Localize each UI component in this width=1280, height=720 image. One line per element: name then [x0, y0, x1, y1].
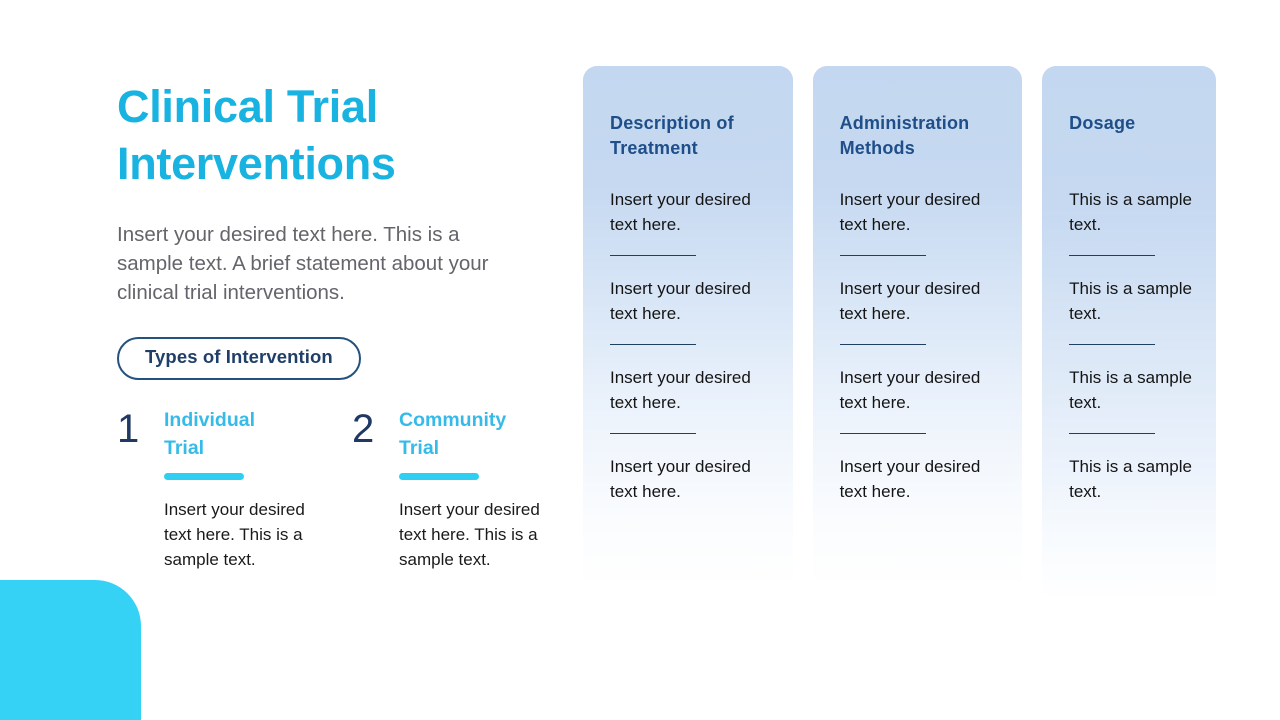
card-row: This is a sample text. — [1069, 454, 1194, 504]
card-row-text: Insert your desired text here. — [610, 190, 751, 234]
card-row-text: Insert your desired text here. — [839, 368, 981, 412]
page-title: Clinical Trial Interventions — [117, 81, 396, 189]
card-title: Description of Treatment — [610, 113, 734, 158]
row-divider — [1069, 255, 1156, 256]
accent-bar — [164, 472, 244, 480]
decorative-corner-shape — [0, 580, 141, 720]
card-title: Administration Methods — [839, 113, 970, 158]
item-body: Individual Trial Insert your desired tex… — [164, 406, 352, 572]
card-row: Insert your desired text here. — [610, 454, 771, 504]
card-row: Insert your desired text here. — [839, 276, 1001, 345]
item-number: 1 — [117, 406, 140, 451]
card-rows: This is a sample text. This is a sample … — [1069, 187, 1194, 504]
row-divider — [1069, 344, 1156, 345]
card-row-text: This is a sample text. — [1069, 368, 1192, 412]
card-row-text: Insert your desired text here. — [610, 368, 751, 412]
row-divider — [610, 344, 696, 345]
row-divider — [610, 433, 696, 434]
card-row-text: This is a sample text. — [1069, 457, 1192, 501]
list-item[interactable]: 1 Individual Trial Insert your desired t… — [117, 406, 352, 572]
item-title: Individual Trial — [164, 408, 256, 459]
card-row: This is a sample text. — [1069, 365, 1194, 434]
card-row-text: Insert your desired text here. — [839, 190, 981, 234]
left-panel: Clinical Trial Interventions Insert your… — [117, 78, 587, 572]
card-row-text: Insert your desired text here. — [839, 457, 981, 501]
row-divider — [839, 255, 926, 256]
item-number: 2 — [352, 406, 375, 451]
card-row: This is a sample text. — [1069, 187, 1194, 256]
card-description-of-treatment[interactable]: Description of Treatment Insert your des… — [583, 66, 793, 606]
row-divider — [610, 255, 696, 256]
card-row-text: Insert your desired text here. — [610, 279, 751, 323]
card-row: Insert your desired text here. — [610, 365, 771, 434]
item-title: Community Trial — [399, 408, 507, 459]
card-row-text: Insert your desired text here. — [610, 457, 751, 501]
card-dosage[interactable]: Dosage This is a sample text. This is a … — [1042, 66, 1216, 606]
accent-bar — [399, 472, 479, 480]
intro-paragraph: Insert your desired text here. This is a… — [117, 223, 489, 304]
card-rows: Insert your desired text here. Insert yo… — [610, 187, 771, 504]
intervention-types-list: 1 Individual Trial Insert your desired t… — [117, 406, 587, 572]
card-rows: Insert your desired text here. Insert yo… — [839, 187, 1001, 504]
card-row-text: This is a sample text. — [1069, 190, 1192, 234]
card-row: Insert your desired text here. — [610, 276, 771, 345]
row-divider — [1069, 433, 1156, 434]
card-row: Insert your desired text here. — [839, 365, 1001, 434]
card-row: This is a sample text. — [1069, 276, 1194, 345]
row-divider — [839, 433, 926, 434]
row-divider — [839, 344, 926, 345]
card-row: Insert your desired text here. — [610, 187, 771, 256]
card-row-text: This is a sample text. — [1069, 279, 1192, 323]
item-description: Insert your desired text here. This is a… — [164, 499, 305, 569]
cards-container: Description of Treatment Insert your des… — [583, 66, 1216, 626]
item-description: Insert your desired text here. This is a… — [399, 499, 540, 569]
item-body: Community Trial Insert your desired text… — [399, 406, 587, 572]
card-administration-methods[interactable]: Administration Methods Insert your desir… — [812, 66, 1023, 606]
card-row: Insert your desired text here. — [839, 187, 1001, 256]
card-row: Insert your desired text here. — [840, 454, 1001, 504]
card-row-text: Insert your desired text here. — [839, 279, 981, 323]
list-item[interactable]: 2 Community Trial Insert your desired te… — [352, 406, 587, 572]
card-title: Dosage — [1069, 113, 1136, 133]
types-of-intervention-badge[interactable]: Types of Intervention — [117, 337, 361, 380]
